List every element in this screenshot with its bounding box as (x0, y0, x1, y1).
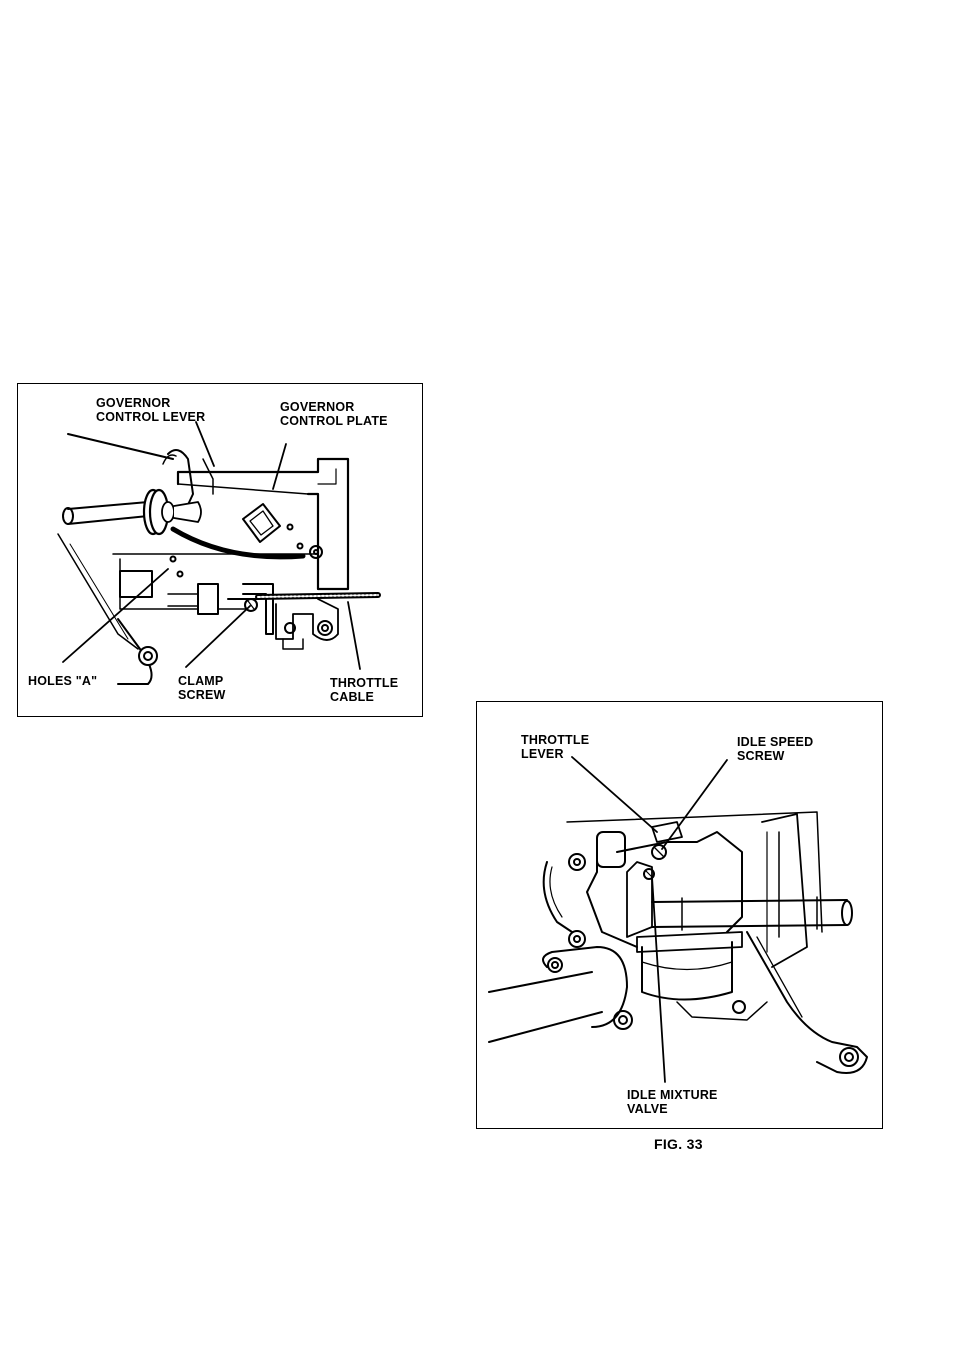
figure-caption: FIG. 33 (654, 1136, 703, 1152)
label-governor-control-lever: GOVERNOR CONTROL LEVER (96, 396, 205, 424)
carburetor-diagram-panel: THROTTLE LEVER IDLE SPEED SCREW IDLE MIX… (476, 701, 883, 1129)
label-throttle-cable: THROTTLE CABLE (330, 676, 398, 704)
label-throttle-lever: THROTTLE LEVER (521, 733, 589, 761)
label-clamp-screw: CLAMP SCREW (178, 674, 226, 702)
label-governor-control-plate: GOVERNOR CONTROL PLATE (280, 400, 388, 428)
governor-drawing (18, 384, 424, 718)
governor-diagram-panel: GOVERNOR CONTROL LEVER GOVERNOR CONTROL … (17, 383, 423, 717)
label-idle-speed-screw: IDLE SPEED SCREW (737, 735, 813, 763)
label-holes-a: HOLES "A" (28, 674, 97, 688)
carburetor-drawing (477, 702, 884, 1130)
label-idle-mixture-valve: IDLE MIXTURE VALVE (627, 1088, 718, 1116)
